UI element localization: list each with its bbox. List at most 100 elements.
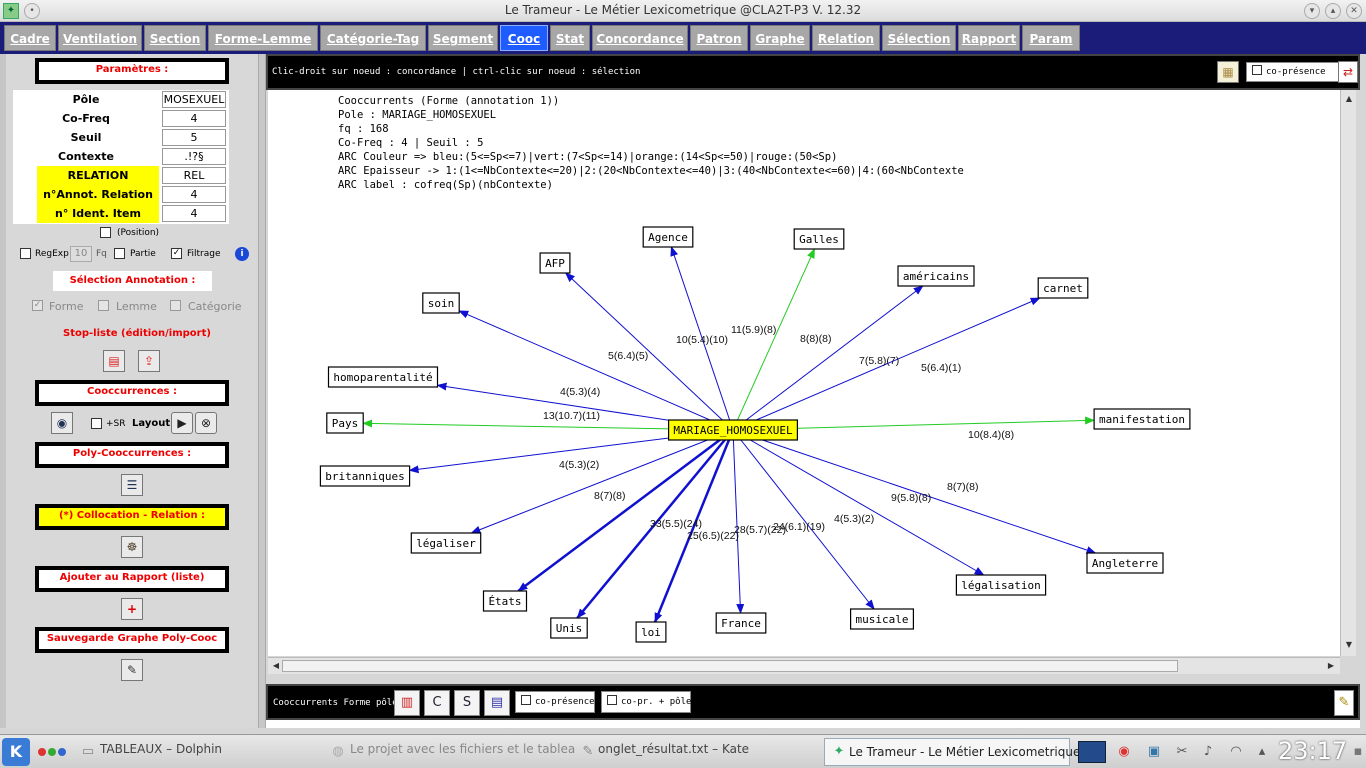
node-box[interactable]: [482, 590, 528, 612]
maximize-icon[interactable]: ▴: [1325, 3, 1341, 19]
graph-node[interactable]: Galles: [793, 228, 845, 250]
partie-checkbox[interactable]: [114, 248, 125, 259]
contexte-input[interactable]: .!?§: [162, 148, 226, 165]
node-box[interactable]: [327, 366, 439, 388]
graph-node[interactable]: américains: [897, 265, 975, 287]
node-box[interactable]: [955, 574, 1047, 596]
desktop-toggle-icon[interactable]: ▪: [1353, 744, 1363, 759]
taskbar-kate[interactable]: onglet_résultat.txt – Kate: [598, 742, 750, 756]
node-box[interactable]: [793, 228, 845, 250]
scroll-left-icon[interactable]: ◀: [272, 661, 280, 670]
horizontal-scrollbar[interactable]: ◀ ▶: [268, 657, 1340, 674]
copr-pole-toggle[interactable]: co-pr. + pôle: [601, 691, 691, 713]
clock[interactable]: 23:17: [1278, 737, 1348, 765]
tab-stat[interactable]: Stat: [550, 25, 590, 51]
node-box[interactable]: [326, 412, 364, 434]
node-box[interactable]: [550, 617, 588, 639]
stoplist-import-icon[interactable]: ⇪: [138, 350, 160, 372]
bottom-copresence-checkbox[interactable]: [521, 695, 531, 705]
add-report-icon[interactable]: +: [121, 598, 143, 620]
layout-stop-icon[interactable]: ⊗: [195, 412, 217, 434]
node-box[interactable]: [422, 292, 460, 314]
node-box[interactable]: [539, 252, 571, 274]
node-box[interactable]: [1093, 408, 1191, 430]
filtrage-checkbox[interactable]: ✓: [171, 248, 182, 259]
close-icon[interactable]: ✕: [1346, 3, 1362, 19]
cooc-c-icon[interactable]: C: [424, 690, 450, 716]
graph-node[interactable]: carnet: [1037, 277, 1089, 299]
node-box[interactable]: [897, 265, 975, 287]
copresence-toggle[interactable]: co-présence: [1246, 62, 1340, 82]
position-checkbox[interactable]: [100, 227, 111, 238]
annot-categorie-checkbox[interactable]: [170, 300, 181, 311]
scroll-up-icon[interactable]: ▲: [1345, 94, 1353, 103]
regexp-fq-input[interactable]: 10: [70, 246, 92, 262]
poly-cooc-icon[interactable]: ☰: [121, 474, 143, 496]
node-box[interactable]: [642, 226, 694, 248]
node-box[interactable]: [635, 621, 667, 643]
graph-node[interactable]: France: [715, 612, 767, 634]
bottom-copresence-toggle[interactable]: co-présence: [515, 691, 595, 713]
node-box[interactable]: [1037, 277, 1089, 299]
stoplist-edit-icon[interactable]: ▤: [103, 350, 125, 372]
annot-forme-checkbox[interactable]: ✓: [32, 300, 43, 311]
tray-expand-icon[interactable]: ▴: [1258, 744, 1266, 759]
copr-pole-checkbox[interactable]: [607, 695, 617, 705]
cofreq-input[interactable]: 4: [162, 110, 226, 127]
tab-selection[interactable]: Sélection: [882, 25, 956, 51]
annot-lemme-checkbox[interactable]: [98, 300, 109, 311]
tab-rapport[interactable]: Rapport: [958, 25, 1020, 51]
scroll-down-icon[interactable]: ▼: [1345, 640, 1353, 649]
node-box[interactable]: [1086, 552, 1164, 574]
graph-node[interactable]: homoparentalité: [327, 366, 439, 388]
wifi-icon[interactable]: ◠: [1230, 744, 1242, 759]
clipboard-icon[interactable]: ✂: [1176, 744, 1188, 759]
pager-desktop-icon[interactable]: [1078, 741, 1106, 763]
minimize-icon[interactable]: ▾: [1304, 3, 1320, 19]
collocation-icon[interactable]: ☸: [121, 536, 143, 558]
info-icon[interactable]: i: [235, 247, 249, 261]
graph-node[interactable]: musicale: [849, 608, 914, 630]
graph-canvas[interactable]: Cooccurrents (Forme (annotation 1))Pole …: [268, 90, 1340, 656]
tab-param[interactable]: Param: [1022, 25, 1080, 51]
graph-node[interactable]: britanniques: [319, 465, 411, 487]
taskbar-trameur-active[interactable]: ✦ Le Trameur - Le Métier Lexicometrique: [824, 738, 1080, 766]
annot-relation-input[interactable]: 4: [162, 186, 226, 203]
sr-checkbox[interactable]: [91, 418, 102, 429]
panel-splitter[interactable]: [258, 54, 266, 728]
chrome-icon[interactable]: ◉: [1118, 744, 1130, 759]
graph-node[interactable]: Unis: [550, 617, 588, 639]
relation-input[interactable]: REL: [162, 167, 226, 184]
package-icon[interactable]: ▣: [1147, 744, 1161, 759]
tab-section[interactable]: Section: [144, 25, 206, 51]
tab-graphe[interactable]: Graphe: [750, 25, 810, 51]
bottom-export-icon[interactable]: ✎: [1334, 690, 1354, 716]
seuil-input[interactable]: 5: [162, 129, 226, 146]
graph-node[interactable]: loi: [635, 621, 667, 643]
cooc-s-icon[interactable]: S: [454, 690, 480, 716]
graph-node[interactable]: États: [482, 590, 528, 612]
graph-center-node[interactable]: MARIAGE_HOMOSEXUEL: [668, 419, 799, 441]
tab-patron[interactable]: Patron: [690, 25, 748, 51]
cooc-run-icon[interactable]: ◉: [51, 412, 73, 434]
graph-node[interactable]: manifestation: [1093, 408, 1191, 430]
graph-node[interactable]: Agence: [642, 226, 694, 248]
export-icon[interactable]: ⇄: [1338, 61, 1358, 83]
tab-forme-lemme[interactable]: Forme-Lemme: [208, 25, 318, 51]
graph-node[interactable]: AFP: [539, 252, 571, 274]
graph-node[interactable]: légaliser: [410, 532, 482, 554]
tab-segment[interactable]: Segment: [428, 25, 498, 51]
horizontal-scroll-thumb[interactable]: [282, 660, 1178, 672]
tab-relation[interactable]: Relation: [812, 25, 880, 51]
node-box[interactable]: [849, 608, 914, 630]
tab-cooc[interactable]: Cooc: [500, 25, 548, 51]
copresence-checkbox[interactable]: [1252, 65, 1262, 75]
ident-item-input[interactable]: 4: [162, 205, 226, 222]
grid-icon[interactable]: ▦: [1217, 61, 1239, 83]
node-box[interactable]: [410, 532, 482, 554]
tab-ventilation[interactable]: Ventilation: [58, 25, 142, 51]
graph-node[interactable]: Angleterre: [1086, 552, 1164, 574]
node-box[interactable]: [715, 612, 767, 634]
graph-node[interactable]: légalisation: [955, 574, 1047, 596]
volume-icon[interactable]: ♪: [1203, 744, 1213, 759]
